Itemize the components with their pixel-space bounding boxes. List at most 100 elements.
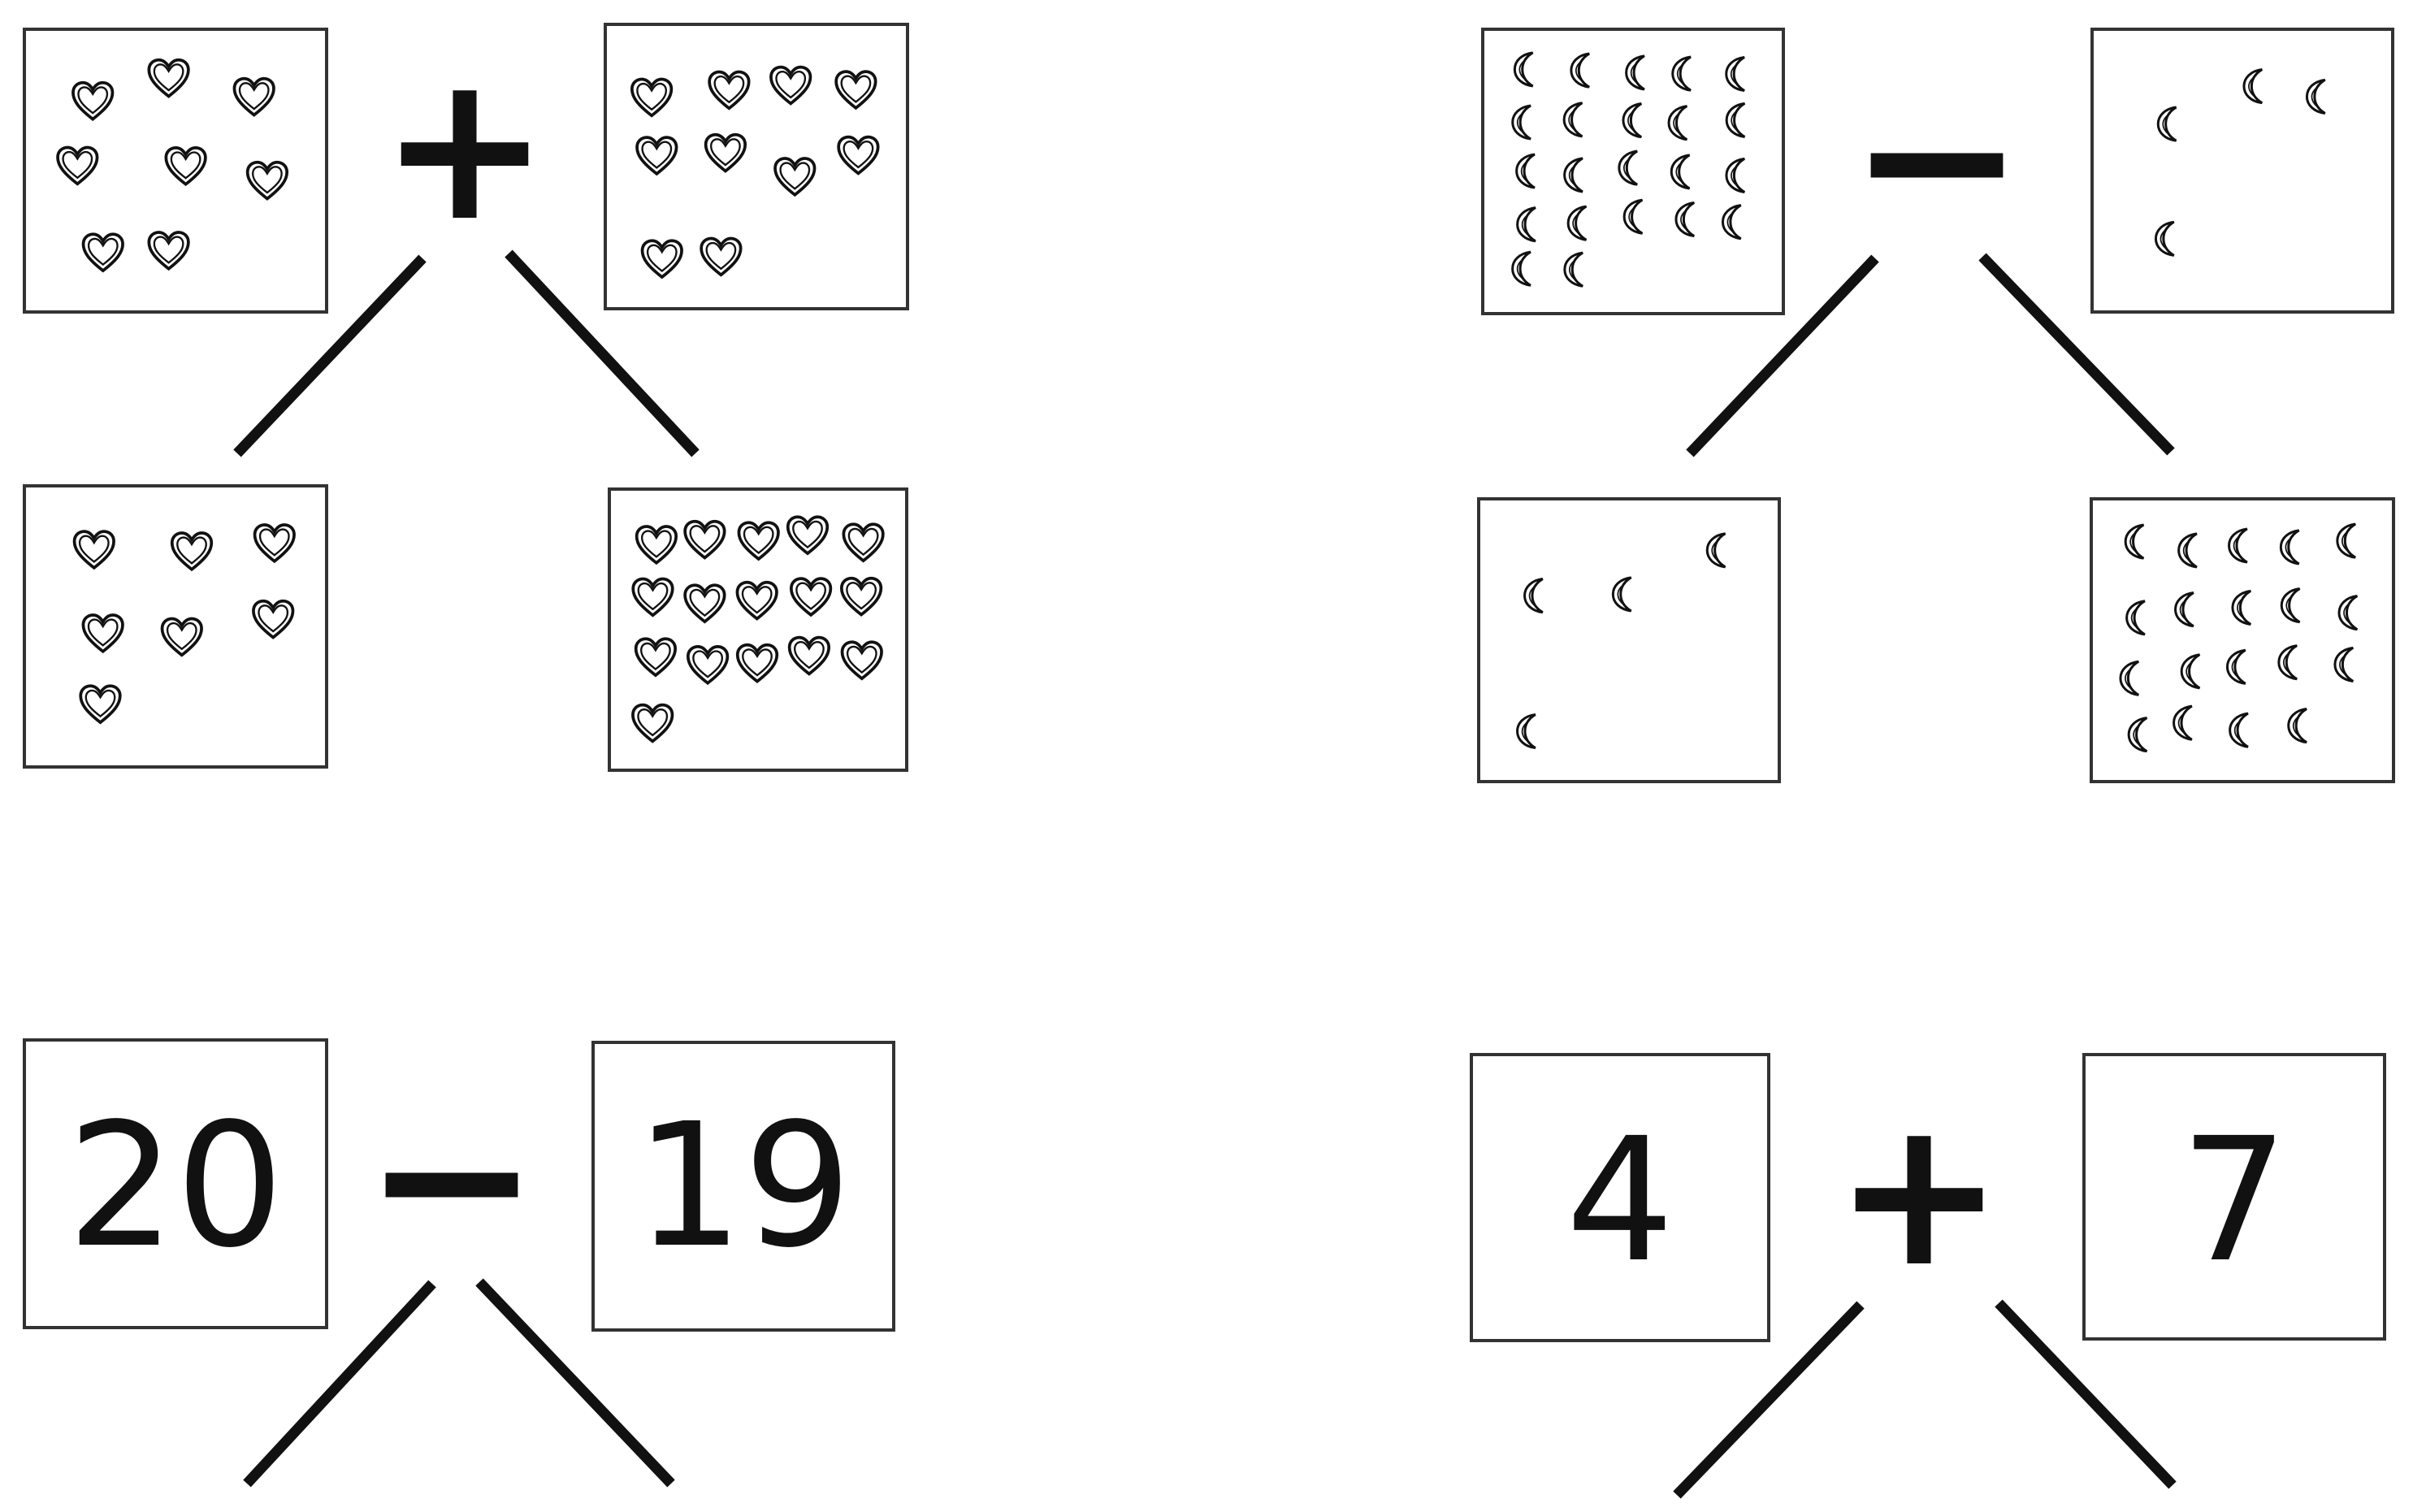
heart-icon <box>164 145 207 186</box>
crescent-moon-icon <box>2225 648 2247 686</box>
crescent-moon-icon <box>1705 532 1727 569</box>
crescent-moon-icon <box>1622 198 1644 235</box>
heart-icon <box>786 515 830 556</box>
crescent-moon-icon <box>1725 157 1746 194</box>
crescent-moon-icon <box>2119 660 2140 697</box>
number-box-right <box>2082 1053 2386 1341</box>
heart-icon <box>686 644 730 685</box>
crescent-moon-icon <box>1622 102 1643 139</box>
crescent-moon-icon <box>2242 67 2264 105</box>
crescent-moon-icon <box>2177 532 2199 569</box>
heart-box-top-left-icons <box>56 58 289 273</box>
heart-icon <box>631 577 674 617</box>
heart-icon <box>704 132 747 173</box>
crescent-moon-icon <box>1670 154 1692 190</box>
crescent-moon-icon <box>2124 523 2146 560</box>
crescent-moon-icon <box>1514 153 1536 189</box>
heart-icon <box>635 136 678 175</box>
crescent-moon-icon <box>1671 55 1692 92</box>
heart-icon <box>147 231 190 271</box>
crescent-moon-icon <box>1511 104 1532 141</box>
crescent-moon-icon <box>2287 707 2308 744</box>
moon-box-bottom-left-icons <box>1515 532 1727 750</box>
crescent-moon-icon <box>2231 589 2252 626</box>
heart-icon <box>769 65 812 106</box>
crescent-moon-icon <box>2172 704 2194 741</box>
heart-icon <box>630 77 674 118</box>
number-box-left <box>1470 1053 1770 1342</box>
moon-box-top-left <box>1481 28 1785 315</box>
heart-icon <box>253 523 297 563</box>
heart-box-top-left <box>23 28 328 314</box>
crescent-moon-icon <box>2173 591 2195 628</box>
crescent-moon-icon <box>2277 643 2298 681</box>
heart-icon <box>789 577 833 617</box>
crescent-moon-icon <box>1624 54 1646 91</box>
heart-icon <box>72 530 116 570</box>
crescent-moon-icon <box>1611 576 1633 613</box>
crescent-moon-icon <box>2279 529 2301 565</box>
number-right: 19 <box>635 1086 851 1285</box>
crescent-moon-icon <box>2180 653 2202 690</box>
bond-line-left <box>233 254 427 457</box>
heart-box-top-right <box>604 23 909 310</box>
crescent-moon-icon <box>1523 577 1544 614</box>
crescent-moon-icon <box>2280 587 2302 624</box>
heart-icon <box>683 519 726 560</box>
moon-box-top-right-icons <box>2154 67 2327 258</box>
heart-icon <box>147 58 190 98</box>
heart-icon <box>170 531 214 571</box>
number-addition-problem: 4 + 7 <box>1470 1053 2386 1499</box>
crescent-moon-icon <box>1667 104 1688 141</box>
crescent-moon-icon <box>1674 201 1696 238</box>
number-right: 7 <box>2180 1101 2289 1300</box>
heart-icon <box>840 640 884 681</box>
crescent-moon-icon <box>2154 220 2176 258</box>
heart-addition-problem: + <box>23 23 909 772</box>
heart-icon <box>79 684 122 725</box>
heart-icon <box>837 135 880 175</box>
crescent-moon-icon <box>1562 157 1584 193</box>
crescent-moon-icon <box>1563 251 1584 288</box>
bond-line-left <box>1686 254 1879 457</box>
bond-line-left <box>1673 1301 1865 1499</box>
heart-icon <box>160 617 204 657</box>
heart-icon <box>683 583 726 624</box>
crescent-moon-icon <box>2156 106 2178 142</box>
number-subtraction-problem: 20 − 19 <box>23 1038 895 1488</box>
moon-box-top-left-icons <box>1510 51 1747 288</box>
heart-box-bottom-left <box>23 484 328 769</box>
bond-line-right <box>1995 1299 2177 1489</box>
plus-operator: + <box>1834 1075 2004 1311</box>
crescent-moon-icon <box>1513 51 1535 88</box>
heart-icon <box>708 70 751 110</box>
heart-box-top-right-icons <box>630 65 880 279</box>
crescent-moon-icon <box>2305 78 2327 115</box>
heart-box-bottom-right-icons <box>630 515 885 743</box>
crescent-moon-icon <box>1725 55 1746 93</box>
heart-icon <box>245 160 289 201</box>
bond-line-right <box>475 1278 675 1488</box>
heart-icon <box>735 580 778 621</box>
heart-icon <box>630 703 674 743</box>
heart-box-bottom-left-icons <box>72 523 297 725</box>
heart-box-bottom-right <box>608 487 908 772</box>
heart-icon <box>635 525 678 565</box>
crescent-moon-icon <box>1566 205 1588 241</box>
crescent-moon-icon <box>1618 149 1639 186</box>
crescent-moon-icon <box>1510 250 1532 287</box>
crescent-moon-icon <box>2228 712 2250 748</box>
crescent-moon-icon <box>2227 527 2249 564</box>
bond-line-left <box>243 1280 436 1488</box>
crescent-moon-icon <box>1725 102 1747 139</box>
number-left: 20 <box>67 1086 284 1285</box>
crescent-moon-icon <box>2127 716 2149 753</box>
heart-icon <box>71 80 115 121</box>
moon-box-top-right <box>2090 28 2394 314</box>
moon-box-bottom-right-icons <box>2119 522 2359 753</box>
heart-icon <box>700 236 743 277</box>
crescent-moon-icon <box>2125 600 2147 636</box>
heart-icon <box>56 145 99 186</box>
heart-icon <box>640 239 684 279</box>
heart-icon <box>737 521 780 561</box>
